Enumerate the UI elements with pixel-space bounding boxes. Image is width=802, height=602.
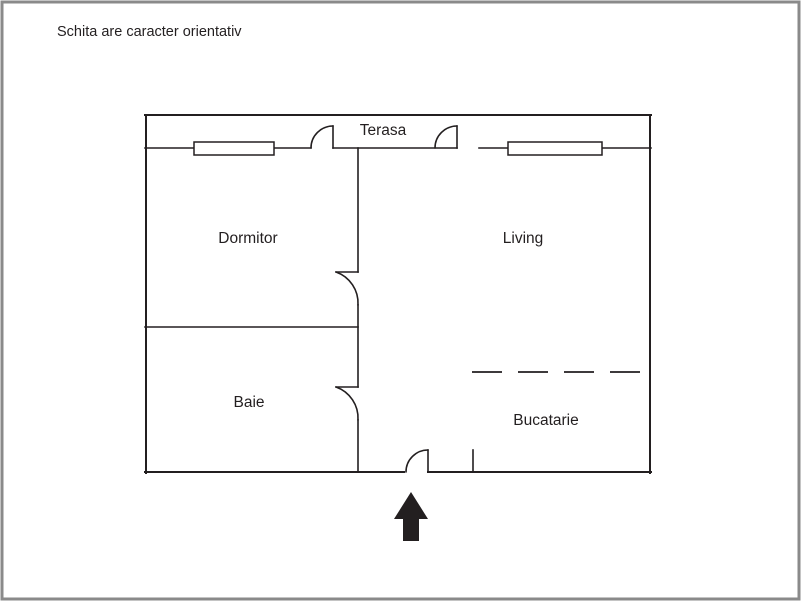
- door-arc-entrance: [405, 449, 429, 473]
- arrow-up-icon: [394, 492, 428, 541]
- window-living: [507, 141, 603, 156]
- door-arc-terasa-dormitor: [310, 125, 334, 149]
- door-arc-terasa-living: [434, 125, 458, 149]
- room-label-living: Living: [503, 230, 544, 247]
- room-label-terasa: Terasa: [360, 122, 407, 139]
- plan-disclaimer-note: Schita are caracter orientativ: [57, 24, 242, 40]
- room-label-baie: Baie: [233, 394, 264, 411]
- room-label-dormitor: Dormitor: [218, 230, 277, 247]
- door-arc-dormitor-living: [335, 271, 359, 306]
- door-arc-baie: [335, 386, 359, 421]
- window-dormitor: [193, 141, 275, 156]
- entrance-direction-arrow: [394, 492, 428, 541]
- room-label-bucatarie: Bucatarie: [513, 412, 578, 429]
